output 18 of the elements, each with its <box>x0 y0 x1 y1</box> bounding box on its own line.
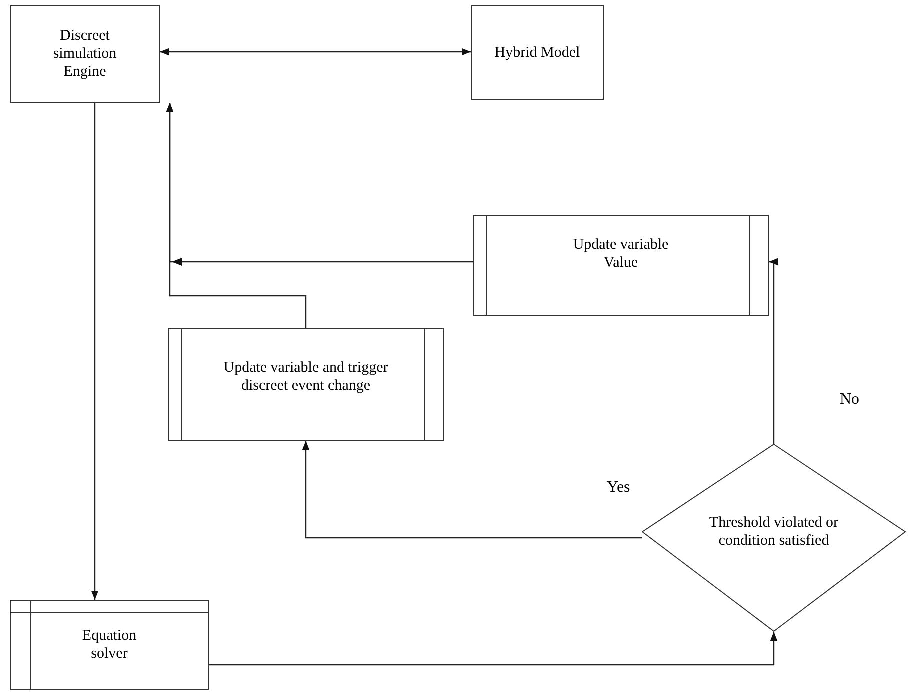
node-text: Threshold violated or condition satisfied <box>708 514 840 550</box>
node-text: Equation solver <box>81 627 138 663</box>
node-text: Hybrid Model <box>494 44 580 62</box>
predefined-process-box <box>473 215 769 316</box>
node-text: Discreet simulation Engine <box>52 27 118 81</box>
node-text: Update variable Value <box>572 236 670 272</box>
process-box <box>471 5 604 100</box>
node-text: Update variable and trigger discreet event change <box>222 358 390 396</box>
arrow <box>302 441 642 539</box>
decision-diamond <box>642 444 906 632</box>
arrow <box>769 258 778 444</box>
arrow <box>209 632 778 666</box>
process-box <box>10 5 160 103</box>
predefined-process-box <box>168 328 444 441</box>
arrow <box>166 103 307 328</box>
predefined-process-box <box>10 600 209 690</box>
arrow <box>91 103 99 600</box>
arrow <box>160 48 471 56</box>
